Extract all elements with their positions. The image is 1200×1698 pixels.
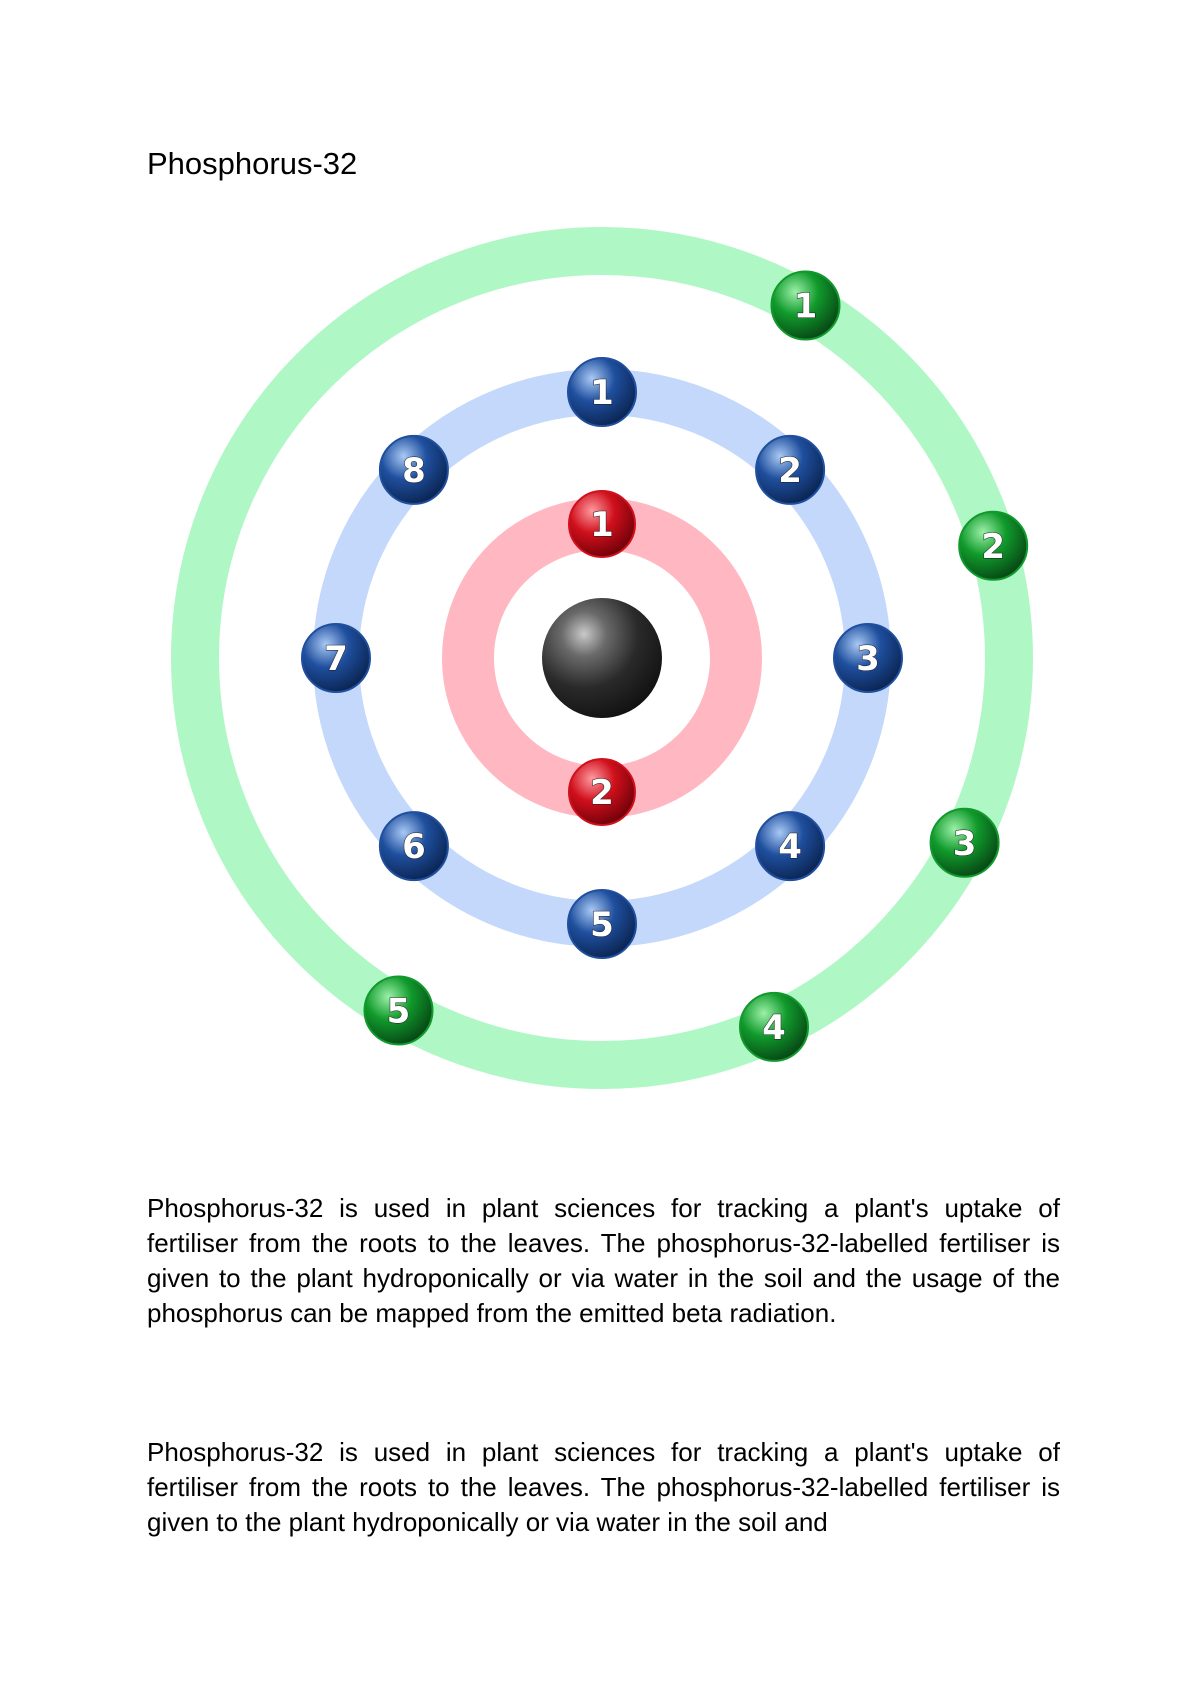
electron-number-label: 7 [324, 639, 348, 679]
electron-sphere [929, 807, 1000, 878]
outer-shell-electron-5: 5 [363, 975, 434, 1046]
electron-number-label: 1 [590, 505, 614, 545]
electron-number-label: 5 [387, 992, 411, 1032]
body-paragraph-2: Phosphorus-32 is used in plant sciences … [147, 1437, 1060, 1537]
outer-shell-electron-2: 2 [958, 510, 1029, 581]
page-title: Phosphorus-32 [147, 146, 358, 181]
electron-sphere [755, 811, 826, 882]
electron-number-label: 1 [794, 287, 818, 327]
nucleus [542, 598, 662, 718]
electron-sphere [833, 623, 903, 693]
electrons-group: 1 2 1 2 3 4 5 6 7 8 1 2 3 4 5 [301, 270, 1029, 1062]
outer-shell-electron-3: 3 [929, 807, 1000, 878]
electron-sphere [378, 434, 449, 505]
electron-sphere [567, 889, 637, 959]
middle-shell-electron-6: 6 [378, 811, 449, 882]
electron-number-label: 3 [953, 824, 977, 864]
electron-number-label: 6 [402, 827, 426, 867]
electron-sphere [770, 270, 841, 341]
electron-sphere [301, 623, 371, 693]
body-paragraph-1: Phosphorus-32 is used in plant sciences … [147, 1193, 1060, 1328]
middle-shell-electron-4: 4 [755, 811, 826, 882]
electron-number-label: 2 [778, 451, 802, 491]
electron-sphere [363, 975, 434, 1046]
electron-number-label: 4 [762, 1008, 786, 1048]
electron-number-label: 5 [590, 905, 614, 945]
electron-number-label: 4 [778, 827, 802, 867]
inner-shell-electron-1: 1 [568, 490, 636, 558]
electron-sphere [739, 991, 809, 1062]
electron-sphere [755, 434, 826, 505]
electron-number-label: 3 [856, 639, 880, 679]
middle-shell-electron-2: 2 [755, 434, 826, 505]
electron-sphere [378, 811, 449, 882]
middle-shell-electron-5: 5 [567, 889, 637, 959]
middle-shell-electron-3: 3 [833, 623, 903, 693]
outer-shell-ring [171, 227, 1033, 1089]
electron-sphere [568, 490, 636, 558]
outer-shell-electron-4: 4 [739, 991, 809, 1062]
electron-number-label: 1 [590, 373, 614, 413]
electron-sphere [567, 357, 637, 427]
middle-shell-electron-7: 7 [301, 623, 371, 693]
electron-sphere [568, 758, 636, 826]
electron-number-label: 2 [590, 773, 614, 813]
bohr-model-diagram: 1 2 1 2 3 4 5 6 7 8 1 2 3 4 5 [171, 227, 1033, 1089]
electron-number-label: 2 [981, 527, 1005, 567]
middle-shell-electron-8: 8 [378, 434, 449, 505]
electron-number-label: 8 [402, 451, 426, 491]
electron-sphere [958, 510, 1029, 581]
middle-shell-electron-1: 1 [567, 357, 637, 427]
inner-shell-electron-2: 2 [568, 758, 636, 826]
outer-shell-electron-1: 1 [770, 270, 841, 341]
